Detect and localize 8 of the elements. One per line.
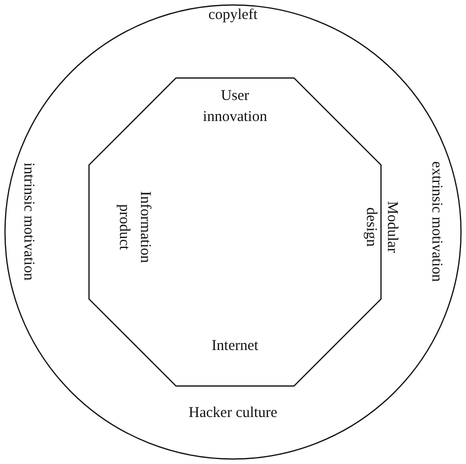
diagram-label: Information product [115, 190, 154, 265]
diagram-label: Internet [210, 337, 260, 356]
diagram-label: copyleft [207, 6, 259, 25]
diagram-label: intrinsic motivation [20, 162, 38, 282]
diagram-label: User innovation [202, 87, 268, 127]
diagram-label: Hacker culture [188, 404, 278, 423]
diagram-label: extrinsic motivation [428, 160, 446, 284]
diagram-label: Modular design [362, 200, 401, 255]
